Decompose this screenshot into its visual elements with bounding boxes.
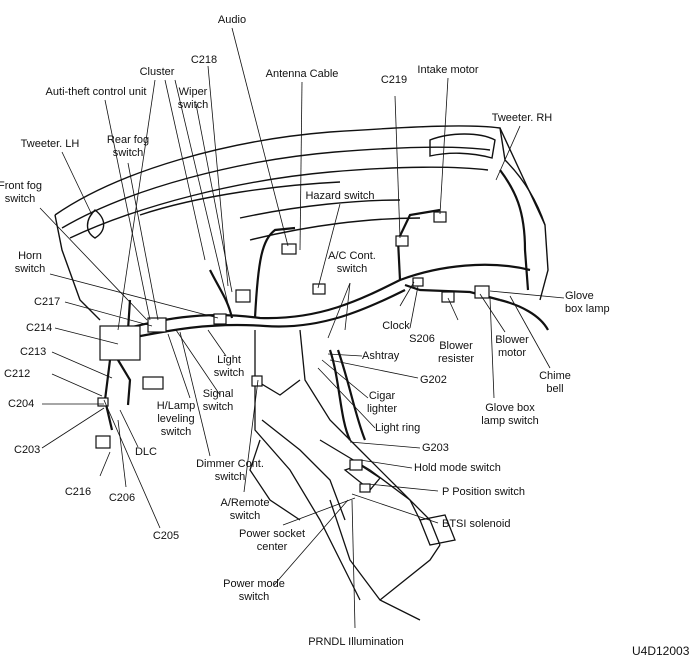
label-hlamp-leveling-switch: H/Lamp leveling switch <box>156 400 196 438</box>
label-tweeter-rh: Tweeter. RH <box>491 112 553 124</box>
label-glove-box-lamp: Glove box lamp <box>565 290 610 315</box>
label-c219: C219 <box>380 74 408 86</box>
label-g203: G203 <box>422 442 449 454</box>
label-anti-theft-control-unit: Auti-theft control unit <box>45 86 147 98</box>
label-c203: C203 <box>14 444 41 456</box>
label-c204: C204 <box>8 398 35 410</box>
label-c218: C218 <box>190 54 218 66</box>
figure-reference-id: U4D12003 <box>632 644 690 658</box>
label-g202: G202 <box>420 374 447 386</box>
label-power-mode-switch: Power mode switch <box>223 578 285 603</box>
label-cluster: Cluster <box>139 66 175 78</box>
label-c214: C214 <box>26 322 53 334</box>
label-light-ring: Light ring <box>375 422 421 434</box>
label-c212: C212 <box>4 368 31 380</box>
label-antenna-cable: Antenna Cable <box>265 68 339 80</box>
label-horn-switch: Horn switch <box>14 250 46 275</box>
label-cigar-lighter: Cigar lighter <box>367 390 397 415</box>
label-glove-box-lamp-switch: Glove box lamp switch <box>481 402 539 427</box>
label-prndl-illumination: PRNDL Illumination <box>308 636 404 648</box>
label-chime-bell: Chime bell <box>539 370 571 395</box>
label-s206: S206 <box>409 333 435 345</box>
label-a-remote-switch: A/Remote switch <box>220 497 270 522</box>
label-dlc: DLC <box>134 446 158 458</box>
label-wiper-switch: Wiper switch <box>177 86 209 111</box>
components <box>95 211 490 493</box>
label-c217: C217 <box>34 296 61 308</box>
label-tweeter-lh: Tweeter. LH <box>20 138 80 150</box>
label-power-socket-center: Power socket center <box>238 528 306 553</box>
label-audio: Audio <box>217 14 247 26</box>
leader-lines <box>39 27 565 629</box>
label-btsi-solenoid: BTSI solenoid <box>442 518 511 530</box>
label-signal-switch: Signal switch <box>202 388 234 413</box>
label-c213: C213 <box>20 346 47 358</box>
dashboard-outline <box>54 125 549 321</box>
label-front-fog-switch: Front fog switch <box>0 180 43 205</box>
label-light-switch: Light switch <box>213 354 245 379</box>
label-ac-cont-switch: A/C Cont. switch <box>328 250 376 275</box>
label-hazard-switch: Hazard switch <box>305 190 375 202</box>
label-hold-mode-switch: Hold mode switch <box>414 462 501 474</box>
label-rear-fog-switch: Rear fog switch <box>106 134 150 159</box>
label-ashtray: Ashtray <box>362 350 400 362</box>
label-p-position-switch: P Position switch <box>442 486 525 498</box>
label-blower-motor: Blower motor <box>495 334 529 359</box>
label-dimmer-cont-switch: Dimmer Cont. switch <box>196 458 264 483</box>
label-blower-resister: Blower resister <box>437 340 475 365</box>
label-c216: C216 <box>64 486 92 498</box>
label-clock: Clock <box>382 320 410 332</box>
label-c205: C205 <box>152 530 180 542</box>
label-c206: C206 <box>108 492 136 504</box>
label-intake-motor: Intake motor <box>417 64 479 76</box>
